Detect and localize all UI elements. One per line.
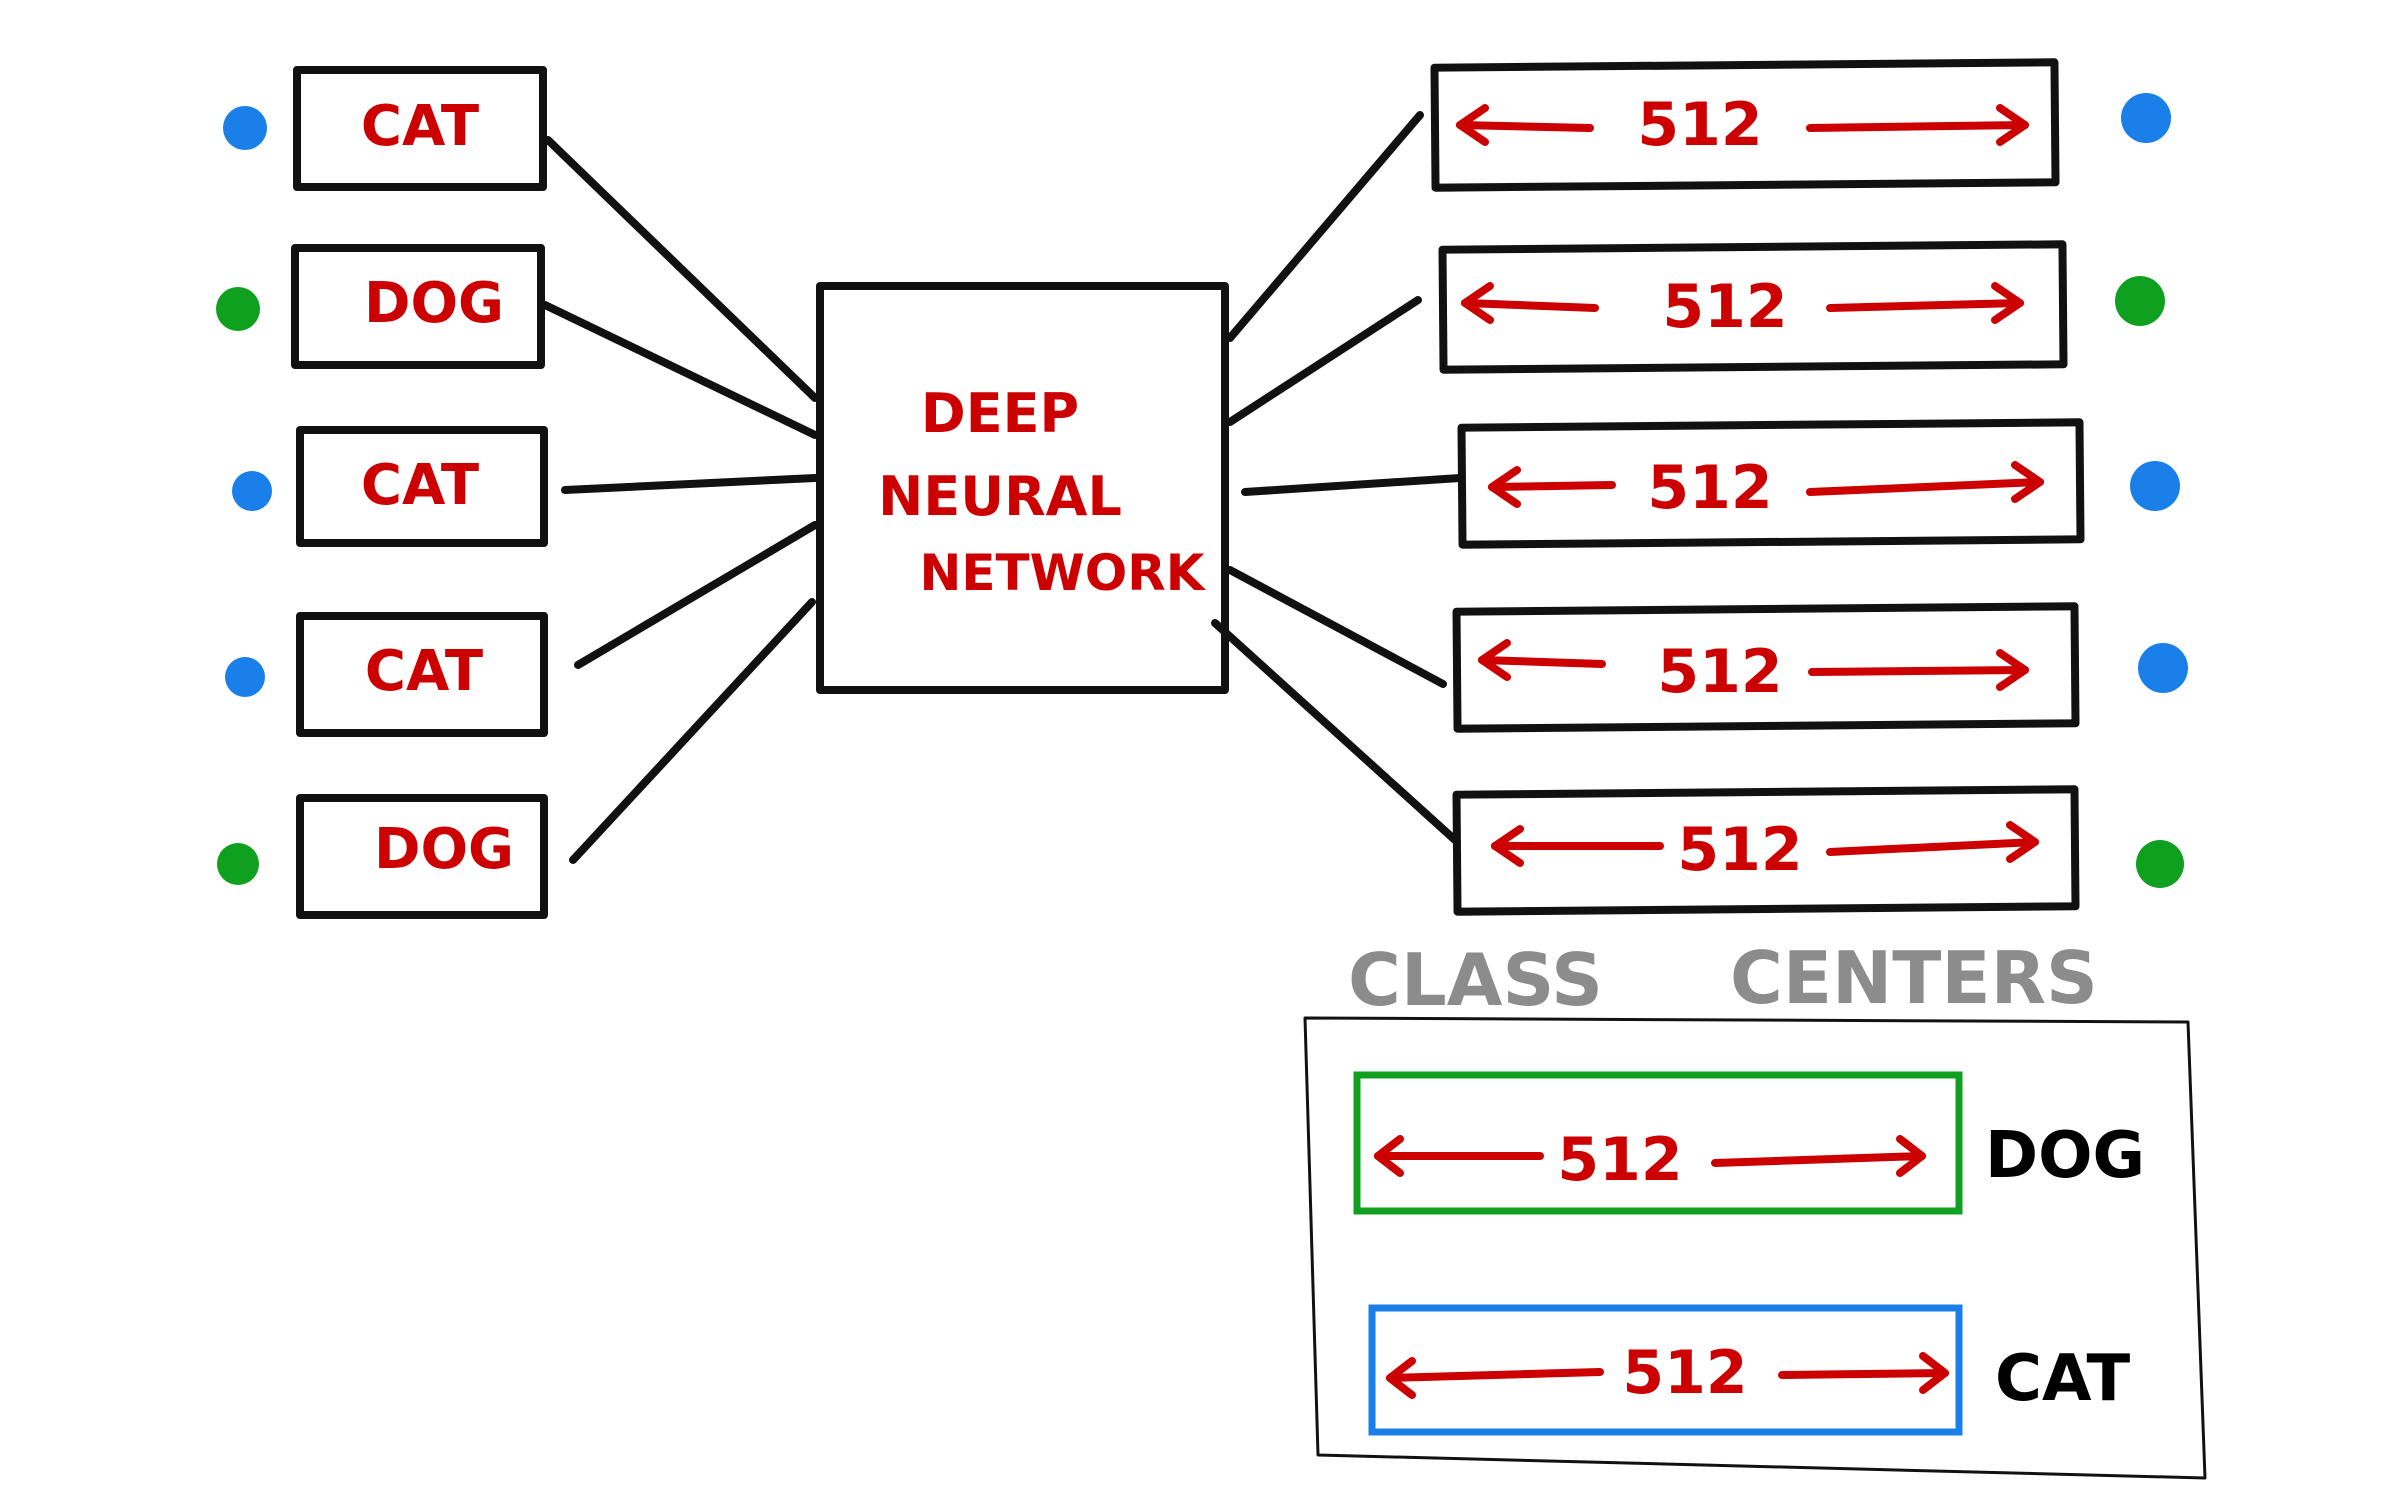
embedding-item: 512 (1452, 785, 2184, 916)
input-label: CAT (365, 639, 483, 704)
arrow-head-left (1478, 639, 1511, 681)
connector-line (1226, 296, 1422, 426)
class-centers-section: CLASS CENTERS 512 DOG 512 CAT (1303, 936, 2207, 1480)
input-connectors (541, 136, 819, 864)
arrow-head-right (1996, 649, 2029, 691)
input-box (293, 66, 547, 191)
class-dot-e1 (2121, 93, 2171, 143)
center-arrow-right (1778, 1369, 1949, 1379)
embedding-dimension-label: 512 (1677, 815, 1802, 885)
embedding-box (1452, 602, 2080, 733)
input-label: CAT (361, 94, 479, 159)
class-center-vector-box (1368, 1304, 1963, 1436)
input-label: CAT (361, 453, 479, 518)
class-center-vector-box (1353, 1071, 1963, 1215)
input-label: DOG (364, 271, 504, 336)
embedding-arrow-left (1456, 121, 1594, 132)
embedding-item: 512 (1452, 602, 2188, 733)
input-item: CAT (223, 66, 547, 191)
arrow-head-right (1996, 104, 2029, 146)
class-center-item: 512 CAT (1368, 1304, 2131, 1436)
center-class-label: CAT (1995, 1342, 2131, 1416)
class-dot-e5 (2136, 840, 2184, 888)
embedding-arrow-left (1488, 481, 1616, 491)
input-box (296, 794, 548, 919)
network-label-line-2: NEURAL (878, 465, 1122, 528)
input-box (296, 612, 548, 737)
arrow-head-right (2011, 461, 2044, 503)
center-dimension-label: 512 (1622, 1338, 1747, 1408)
class-centers-title-left: CLASS (1348, 938, 1603, 1022)
class-dot-2 (216, 287, 260, 331)
input-box (296, 426, 548, 547)
class-dot-1 (223, 106, 267, 150)
class-centers-panel (1303, 1016, 2207, 1480)
embedding-dimension-label: 512 (1657, 637, 1782, 707)
center-arrow-left (1386, 1368, 1604, 1382)
network-label-line-3: NETWORK (919, 544, 1206, 602)
embedding-box (1438, 240, 2068, 374)
arrow-head-right (1919, 1352, 1949, 1394)
embedding-arrow-right (1806, 121, 2029, 132)
embedding-list: 512 512 512 (1430, 58, 2188, 916)
input-item: CAT (225, 612, 548, 737)
class-dot-e2 (2115, 276, 2165, 326)
arrow-head-left (1488, 466, 1521, 508)
arrow-head-right (1991, 282, 2024, 324)
arrow-head-left (1491, 825, 1524, 867)
arrow-head-left (1374, 1135, 1404, 1177)
input-item: CAT (232, 426, 548, 547)
embedding-arrow-left (1461, 299, 1599, 312)
connector-line (574, 521, 819, 669)
input-item: DOG (217, 794, 548, 919)
class-dot-4 (225, 657, 265, 697)
embedding-dimension-label: 512 (1647, 453, 1772, 523)
arrow-head-left (1461, 282, 1494, 324)
embedding-item: 512 (1457, 418, 2180, 549)
center-dimension-label: 512 (1557, 1125, 1682, 1195)
embedding-dimension-label: 512 (1637, 90, 1762, 160)
class-dot-3 (232, 471, 272, 511)
class-center-item: 512 DOG (1353, 1071, 2145, 1215)
embedding-box (1430, 58, 2060, 192)
class-centers-title-right: CENTERS (1730, 936, 2098, 1020)
embedding-arrow-right (1808, 666, 2029, 676)
arrow-head-right (1896, 1135, 1926, 1177)
input-list: CAT DOG CAT CAT DOG (216, 66, 548, 919)
embedding-arrow-left (1478, 656, 1606, 668)
connector-line (1241, 474, 1464, 496)
class-dot-e4 (2138, 643, 2188, 693)
class-dot-e3 (2130, 461, 2180, 511)
input-item: DOG (216, 244, 545, 369)
embedding-arrow-right (1826, 299, 2024, 312)
connector-line (544, 136, 819, 402)
connector-line (1211, 619, 1459, 844)
network-label-line-1: DEEP (921, 382, 1079, 445)
arrow-head-right (2006, 821, 2039, 863)
connector-line (541, 301, 819, 439)
connector-line (1226, 111, 1424, 342)
embedding-arrow-right (1826, 838, 2039, 856)
center-class-label: DOG (1985, 1119, 2145, 1193)
input-label: DOG (374, 817, 514, 882)
connector-line (561, 474, 819, 494)
connector-line (569, 598, 816, 864)
embedding-arrow-right (1806, 478, 2044, 496)
embedding-item: 512 (1430, 58, 2171, 192)
output-connectors (1211, 111, 1464, 844)
center-arrow-right (1711, 1152, 1926, 1167)
embedding-box (1457, 418, 2085, 549)
connector-line (1226, 566, 1447, 688)
neural-network-box (816, 282, 1229, 694)
arrow-head-left (1456, 104, 1489, 146)
embedding-item: 512 (1438, 240, 2165, 374)
neural-network-block: DEEP NEURAL NETWORK (816, 282, 1229, 694)
arrow-head-left (1386, 1357, 1416, 1399)
class-dot-5 (217, 843, 259, 885)
embedding-box (1452, 785, 2080, 916)
input-box (291, 244, 545, 369)
embedding-dimension-label: 512 (1662, 272, 1787, 342)
